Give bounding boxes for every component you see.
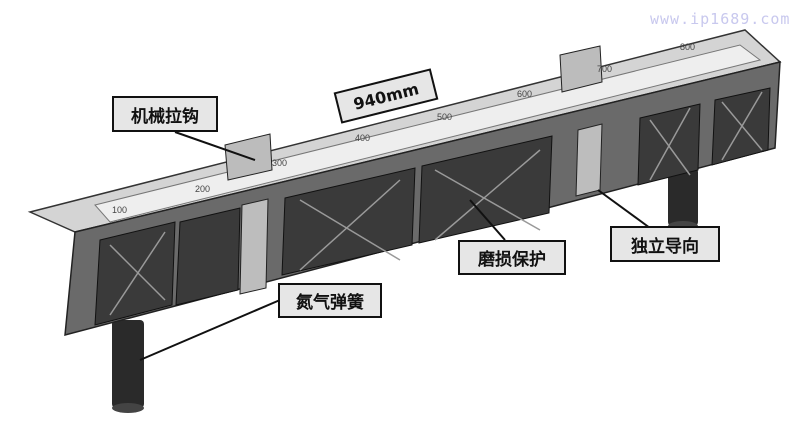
scale-label: 300	[272, 158, 287, 168]
scale-label: 700	[597, 64, 612, 74]
right-gas-spring	[668, 168, 698, 226]
plate-cross-marks	[109, 91, 763, 316]
watermark: www.ip1689.com	[650, 10, 791, 28]
scale-label: 500	[437, 112, 452, 122]
callout-gas-spring: 氮气弹簧	[278, 283, 382, 318]
scale-label: 800	[680, 42, 695, 52]
callout-independent-guide: 独立导向	[610, 226, 720, 262]
scale-strip	[94, 44, 762, 223]
scale-label: 200	[195, 184, 210, 194]
scale-label: 100	[112, 205, 127, 215]
scale-label: 400	[355, 133, 370, 143]
left-gas-spring	[112, 320, 144, 408]
leader-lines	[139, 131, 651, 361]
right-guide-block	[575, 123, 603, 197]
callout-wear-protection: 磨损保护	[458, 240, 566, 275]
left-guide-block	[239, 198, 269, 295]
mechanical-hook-right	[559, 45, 603, 93]
callout-mechanical-hook: 机械拉钩	[112, 96, 218, 132]
scale-label: 600	[517, 89, 532, 99]
